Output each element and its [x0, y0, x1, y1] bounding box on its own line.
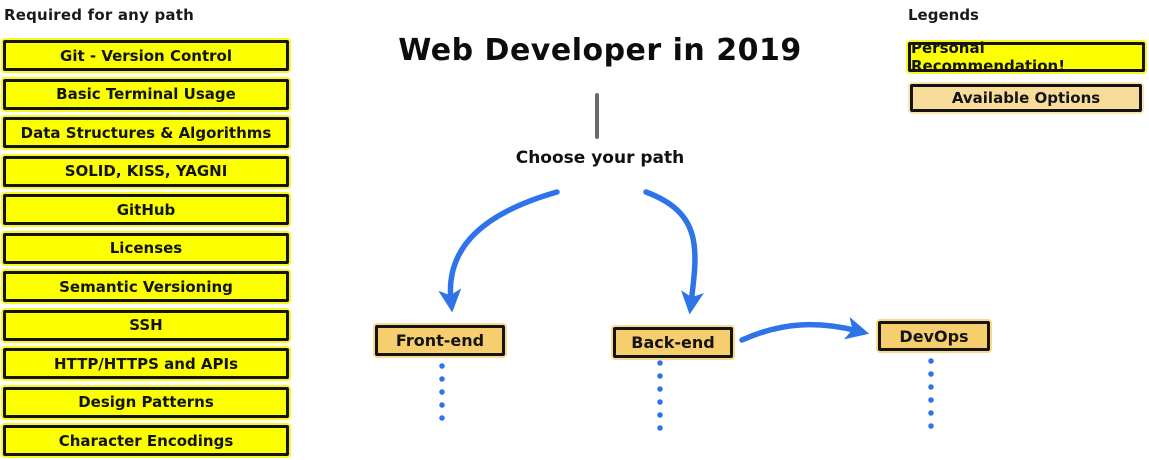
- legend-personal-recommendation: Personal Recommendation!: [908, 39, 1145, 75]
- required-item: Basic Terminal Usage: [3, 78, 289, 110]
- path-node-backend: Back-end: [613, 327, 733, 358]
- required-item: SSH: [3, 309, 289, 341]
- arrow-backend-to-devops: [739, 316, 870, 343]
- choose-your-path-label: Choose your path: [515, 148, 685, 168]
- required-section-heading: Required for any path: [4, 6, 194, 24]
- required-item: HTTP/HTTPS and APIs: [3, 348, 289, 379]
- required-item: SOLID, KISS, YAGNI: [3, 155, 289, 187]
- required-item: Licenses: [3, 232, 289, 264]
- required-item: GitHub: [3, 194, 289, 225]
- arrow-to-backend: [643, 189, 704, 315]
- required-item: Design Patterns: [3, 386, 289, 418]
- required-item: Character Encodings: [3, 425, 289, 456]
- required-item: Git - Version Control: [3, 40, 289, 71]
- page-title: Web Developer in 2019: [398, 33, 802, 68]
- required-item: Semantic Versioning: [3, 271, 289, 302]
- arrow-to-frontend: [438, 189, 560, 313]
- path-node-devops: DevOps: [878, 321, 990, 351]
- legend-available-options: Available Options: [910, 84, 1142, 112]
- legends-heading: Legends: [908, 6, 979, 24]
- title-connector-line: [595, 93, 599, 139]
- path-node-frontend: Front-end: [375, 325, 505, 356]
- required-item: Data Structures & Algorithms: [3, 117, 289, 148]
- required-items-list: Git - Version Control Basic Terminal Usa…: [3, 40, 289, 456]
